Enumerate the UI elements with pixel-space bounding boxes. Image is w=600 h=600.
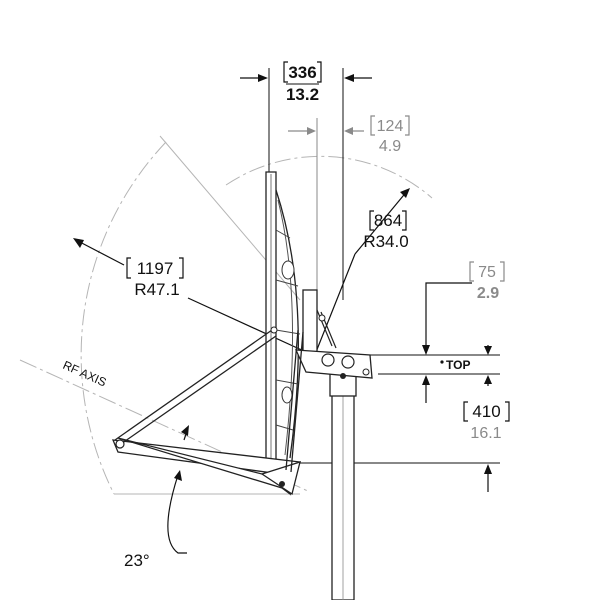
dim-clearance-radius-in: R34.0	[363, 232, 408, 251]
arrowhead	[258, 74, 268, 82]
arrowhead	[422, 345, 430, 355]
bracket-left	[370, 115, 375, 136]
r34-leader	[315, 253, 356, 353]
bracket-left	[463, 401, 468, 422]
arrowhead	[400, 188, 410, 198]
top-label: TOP	[446, 358, 470, 372]
bracket-right	[500, 261, 505, 282]
bracket-left	[283, 61, 288, 83]
mast-pipe	[329, 371, 357, 600]
dim-reflector-radius-in: R47.1	[134, 280, 179, 299]
bracket-right	[405, 115, 410, 136]
bracket-right	[317, 61, 322, 83]
arrowhead	[484, 346, 492, 355]
dim-lower-height-mm: 410	[472, 402, 500, 421]
dim-top-offset-in: 2.9	[477, 285, 499, 302]
rf-axis-label: RF AXIS	[61, 358, 109, 390]
angle-leader	[167, 474, 187, 554]
dim-mast-offset-in: 4.9	[379, 138, 401, 155]
r47-arrow	[75, 239, 125, 266]
dim-mast-offset-mm: 124	[377, 118, 404, 135]
bracket-left	[469, 261, 474, 282]
arrowhead	[484, 375, 492, 384]
bracket-right	[505, 401, 510, 422]
reflector-dish	[265, 171, 301, 463]
dim-reflector-radius-mm: 1197	[137, 259, 174, 278]
r47-leader	[187, 297, 307, 353]
reflector-clearance-arc	[80, 141, 167, 495]
dim-overall-depth-mm: 336	[288, 63, 316, 82]
bracket-left	[126, 257, 131, 279]
top-marker-dot	[440, 360, 444, 364]
bracket-left	[369, 210, 374, 231]
arrowhead	[174, 470, 182, 481]
arrowhead	[181, 425, 189, 436]
bracket-right	[402, 210, 407, 231]
arrowhead	[344, 127, 353, 135]
arrowhead	[307, 127, 316, 135]
arrowhead	[344, 74, 354, 82]
dim-lower-height-in: 16.1	[470, 425, 501, 442]
arrowhead	[73, 238, 84, 248]
mount-bracket	[294, 289, 373, 379]
dim-clearance-radius-mm: 864	[374, 211, 402, 230]
dim-top-offset-mm: 75	[478, 264, 496, 281]
bracket-right	[179, 257, 184, 279]
arrowhead	[484, 464, 492, 474]
hub-clearance-arc	[225, 155, 433, 199]
arrowhead	[422, 375, 430, 385]
dim-overall-depth-in: 13.2	[286, 85, 319, 104]
top-offset-leader	[425, 282, 472, 352]
r34-arrow	[354, 189, 409, 255]
reflector-axis-line	[159, 135, 301, 301]
elevation-strut	[111, 326, 304, 496]
elevation-angle-label: 23°	[124, 551, 150, 570]
